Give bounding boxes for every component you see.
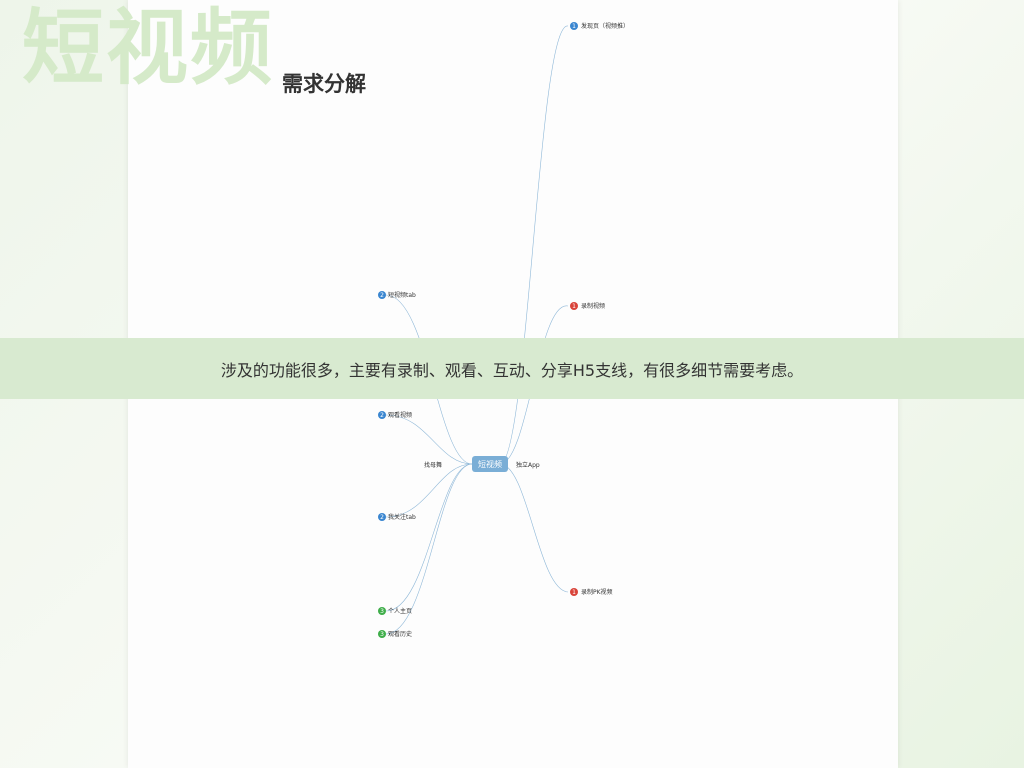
- branch-video-tab[interactable]: 2 短视频tab: [378, 291, 416, 299]
- svg-text:录制视频: 录制视频: [581, 302, 605, 310]
- svg-text:1: 1: [572, 23, 576, 30]
- svg-text:2: 2: [380, 514, 384, 521]
- svg-text:2: 2: [380, 292, 384, 299]
- svg-text:观看视频: 观看视频: [388, 411, 412, 419]
- branch-follow-tab[interactable]: 2 我关注tab: [378, 513, 416, 521]
- branch-history[interactable]: 3 观看历史: [378, 630, 412, 638]
- branch-profile[interactable]: 3 个人主页: [378, 607, 412, 615]
- svg-text:找母舞: 找母舞: [424, 461, 442, 469]
- branch-watch-video[interactable]: 2 观看视频: [378, 411, 412, 419]
- right-root-node: 独立App: [516, 461, 540, 469]
- page-title: 短视频: [22, 1, 275, 96]
- center-node[interactable]: 短视频: [472, 456, 508, 472]
- svg-text:1: 1: [572, 589, 576, 596]
- svg-text:个人主页: 个人主页: [388, 607, 412, 615]
- svg-text:短视频tab: 短视频tab: [388, 291, 416, 299]
- branch-discover[interactable]: 1 发现页（视频推）: [570, 22, 629, 30]
- svg-text:3: 3: [380, 631, 384, 638]
- svg-text:发现页（视频推）: 发现页（视频推）: [581, 22, 629, 30]
- summary-banner: 涉及的功能很多，主要有录制、观看、互动、分享H5支线，有很多细节需要考虑。: [0, 338, 1024, 399]
- svg-text:短视频: 短视频: [478, 459, 502, 469]
- branch-record-pk[interactable]: 1 录制PK视频: [570, 588, 613, 596]
- left-root-node: 找母舞: [424, 461, 442, 469]
- summary-text: 涉及的功能很多，主要有录制、观看、互动、分享H5支线，有很多细节需要考虑。: [220, 360, 804, 380]
- mind-map-connectors: [385, 25, 569, 635]
- mind-map: 短视频 独立App 找母舞 1 发现页（视频推） 1 录制视频 1 录制PK视频…: [378, 22, 629, 638]
- svg-text:我关注tab: 我关注tab: [388, 513, 416, 521]
- svg-text:1: 1: [572, 303, 576, 310]
- svg-text:3: 3: [380, 608, 384, 615]
- svg-text:观看历史: 观看历史: [388, 630, 412, 638]
- svg-text:独立App: 独立App: [516, 461, 540, 469]
- branch-record-video[interactable]: 1 录制视频: [570, 302, 605, 310]
- svg-text:2: 2: [380, 412, 384, 419]
- page-subtitle: 需求分解: [282, 72, 366, 96]
- svg-text:录制PK视频: 录制PK视频: [581, 588, 613, 596]
